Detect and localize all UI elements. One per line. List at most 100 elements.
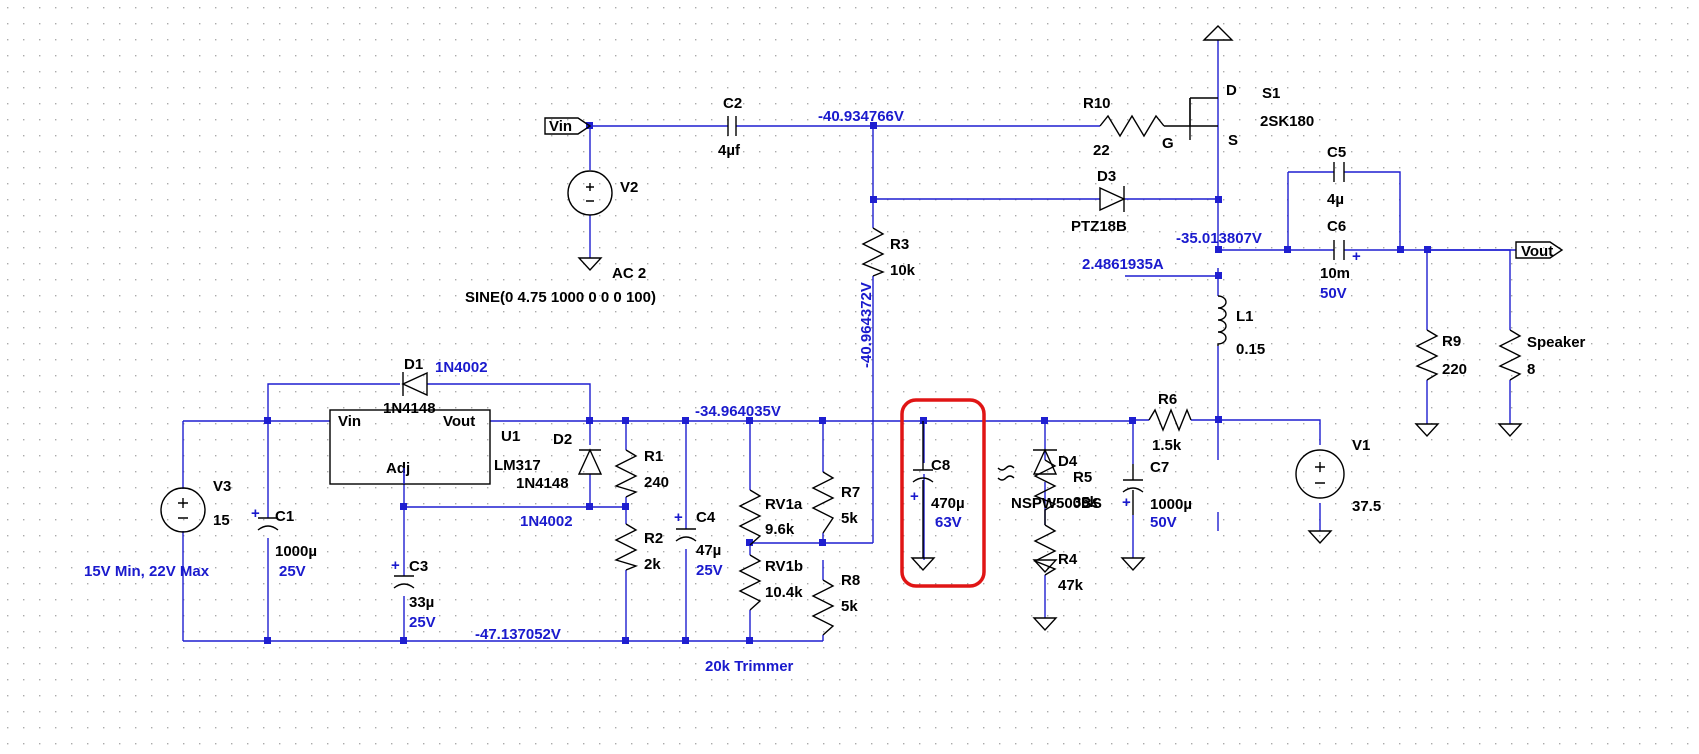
svg-text:C6: C6	[1327, 218, 1346, 235]
probe-source-voltage: -35.013807V	[1176, 230, 1262, 247]
voltage-source-v1: V1 37.5	[1295, 437, 1381, 545]
zener-d3: D3 PTZ18B	[1071, 168, 1127, 235]
resistor-r8: R8 5k	[811, 572, 860, 636]
svg-text:R6: R6	[1158, 391, 1177, 408]
svg-text:1N4148: 1N4148	[516, 475, 569, 492]
svg-text:5k: 5k	[841, 598, 858, 615]
svg-text:+: +	[1122, 494, 1131, 511]
svg-text:+: +	[251, 505, 260, 522]
svg-text:C4: C4	[696, 509, 716, 526]
svg-text:R9: R9	[1442, 333, 1461, 350]
svg-text:1000µ: 1000µ	[1150, 496, 1192, 513]
wires	[182, 40, 1516, 642]
vin-net-flag: Vin	[544, 117, 592, 135]
probe-rail-voltage: -34.964035V	[695, 403, 781, 420]
drain-supply-flag	[1202, 25, 1234, 41]
jfet-s1: D G S S1 2SK180	[1162, 82, 1314, 152]
svg-text:C3: C3	[409, 558, 428, 575]
svg-text:470µ: 470µ	[931, 495, 965, 512]
svg-text:S: S	[1228, 132, 1238, 149]
svg-text:15: 15	[213, 512, 230, 529]
svg-text:L1: L1	[1236, 308, 1254, 325]
svg-text:8: 8	[1527, 361, 1535, 378]
svg-text:D1: D1	[404, 356, 423, 373]
svg-text:C2: C2	[723, 95, 742, 112]
resistor-r10: R10 22	[1083, 95, 1165, 159]
svg-text:NSPW500BS: NSPW500BS	[1011, 495, 1102, 512]
svg-text:Vout: Vout	[443, 413, 475, 430]
svg-text:25V: 25V	[279, 563, 306, 580]
svg-text:SINE(0 4.75 1000 0 0 0 100): SINE(0 4.75 1000 0 0 0 100)	[465, 289, 656, 306]
svg-text:+: +	[391, 557, 400, 574]
svg-text:4µ: 4µ	[1327, 191, 1344, 208]
svg-text:1N4002: 1N4002	[435, 359, 488, 376]
svg-text:C8: C8	[931, 457, 950, 474]
svg-text:C1: C1	[275, 508, 294, 525]
svg-text:50V: 50V	[1150, 514, 1177, 531]
svg-text:R3: R3	[890, 236, 909, 253]
resistor-r7: R7 5k	[811, 471, 860, 534]
svg-text:9.6k: 9.6k	[765, 521, 795, 538]
capacitor-c8: + C8 470µ 63V	[910, 421, 965, 572]
svg-text:20k Trimmer: 20k Trimmer	[705, 658, 794, 675]
svg-text:+: +	[674, 509, 683, 526]
svg-text:47k: 47k	[1058, 577, 1084, 594]
svg-text:15V Min, 22V Max: 15V Min, 22V Max	[84, 563, 210, 580]
probe-annotations: -40.934766V -35.013807V 2.4861935A -34.9…	[475, 108, 1262, 643]
capacitor-c5: C5 4µ	[1327, 144, 1346, 208]
vin-label: Vin	[549, 118, 572, 135]
svg-text:R7: R7	[841, 484, 860, 501]
resistor-r4: R4 47k	[1032, 524, 1084, 632]
resistor-r6: R6 1.5k	[1148, 391, 1192, 454]
svg-text:C5: C5	[1327, 144, 1346, 161]
resistor-r2: R2 2k	[614, 523, 663, 573]
svg-text:U1: U1	[501, 428, 520, 445]
svg-text:V1: V1	[1352, 437, 1370, 454]
probe-r3-voltage: -40.964372V	[858, 282, 875, 368]
svg-text:PTZ18B: PTZ18B	[1071, 218, 1127, 235]
svg-text:10.4k: 10.4k	[765, 584, 803, 601]
resistor-r5: R5 35k	[1032, 459, 1099, 574]
c8-highlight-box	[900, 398, 986, 588]
capacitor-c6: C6 + 10m 50V	[1320, 218, 1361, 302]
svg-text:V2: V2	[620, 179, 638, 196]
svg-text:+: +	[1352, 248, 1361, 265]
svg-text:RV1a: RV1a	[765, 496, 803, 513]
svg-text:1N4148: 1N4148	[383, 400, 436, 417]
svg-text:220: 220	[1442, 361, 1467, 378]
svg-text:R5: R5	[1073, 469, 1092, 486]
voltage-source-v3: V3 15 15V Min, 22V Max	[84, 478, 231, 580]
resistor-r9: R9 220	[1414, 329, 1467, 438]
svg-text:R2: R2	[644, 530, 663, 547]
svg-text:G: G	[1162, 135, 1174, 152]
svg-text:RV1b: RV1b	[765, 558, 803, 575]
regulator-u1: Vin Vout Adj U1 LM317	[329, 409, 541, 485]
svg-text:10m: 10m	[1320, 265, 1350, 282]
svg-text:5k: 5k	[841, 510, 858, 527]
svg-text:+: +	[910, 488, 919, 505]
svg-text:1000µ: 1000µ	[275, 543, 317, 560]
diode-d2: D2 1N4148 1N4002	[516, 431, 603, 530]
capacitor-c3: + C3 33µ 25V	[391, 557, 436, 631]
probe-gate-voltage: -40.934766V	[818, 108, 904, 125]
voltage-source-v2: V2 AC 2 SINE(0 4.75 1000 0 0 0 100)	[465, 170, 656, 306]
probe-source-current: 2.4861935A	[1082, 256, 1164, 273]
svg-text:35k: 35k	[1073, 494, 1099, 511]
svg-text:10k: 10k	[890, 262, 916, 279]
svg-text:240: 240	[644, 474, 669, 491]
capacitor-c2: C2 4µf	[718, 95, 742, 159]
svg-text:63V: 63V	[935, 514, 962, 531]
svg-text:1N4002: 1N4002	[520, 513, 573, 530]
led-d4: D4 NSPW500BS	[997, 448, 1102, 512]
svg-text:C7: C7	[1150, 459, 1169, 476]
svg-text:Vin: Vin	[338, 413, 361, 430]
speaker-load: Speaker 8	[1497, 329, 1586, 438]
junctions	[264, 122, 1431, 644]
svg-text:D3: D3	[1097, 168, 1116, 185]
capacitor-c1: + C1 1000µ 25V	[251, 505, 317, 580]
svg-text:25V: 25V	[409, 614, 436, 631]
vout-label: Vout	[1521, 243, 1553, 260]
svg-text:33µ: 33µ	[409, 594, 434, 611]
svg-text:S1: S1	[1262, 85, 1280, 102]
